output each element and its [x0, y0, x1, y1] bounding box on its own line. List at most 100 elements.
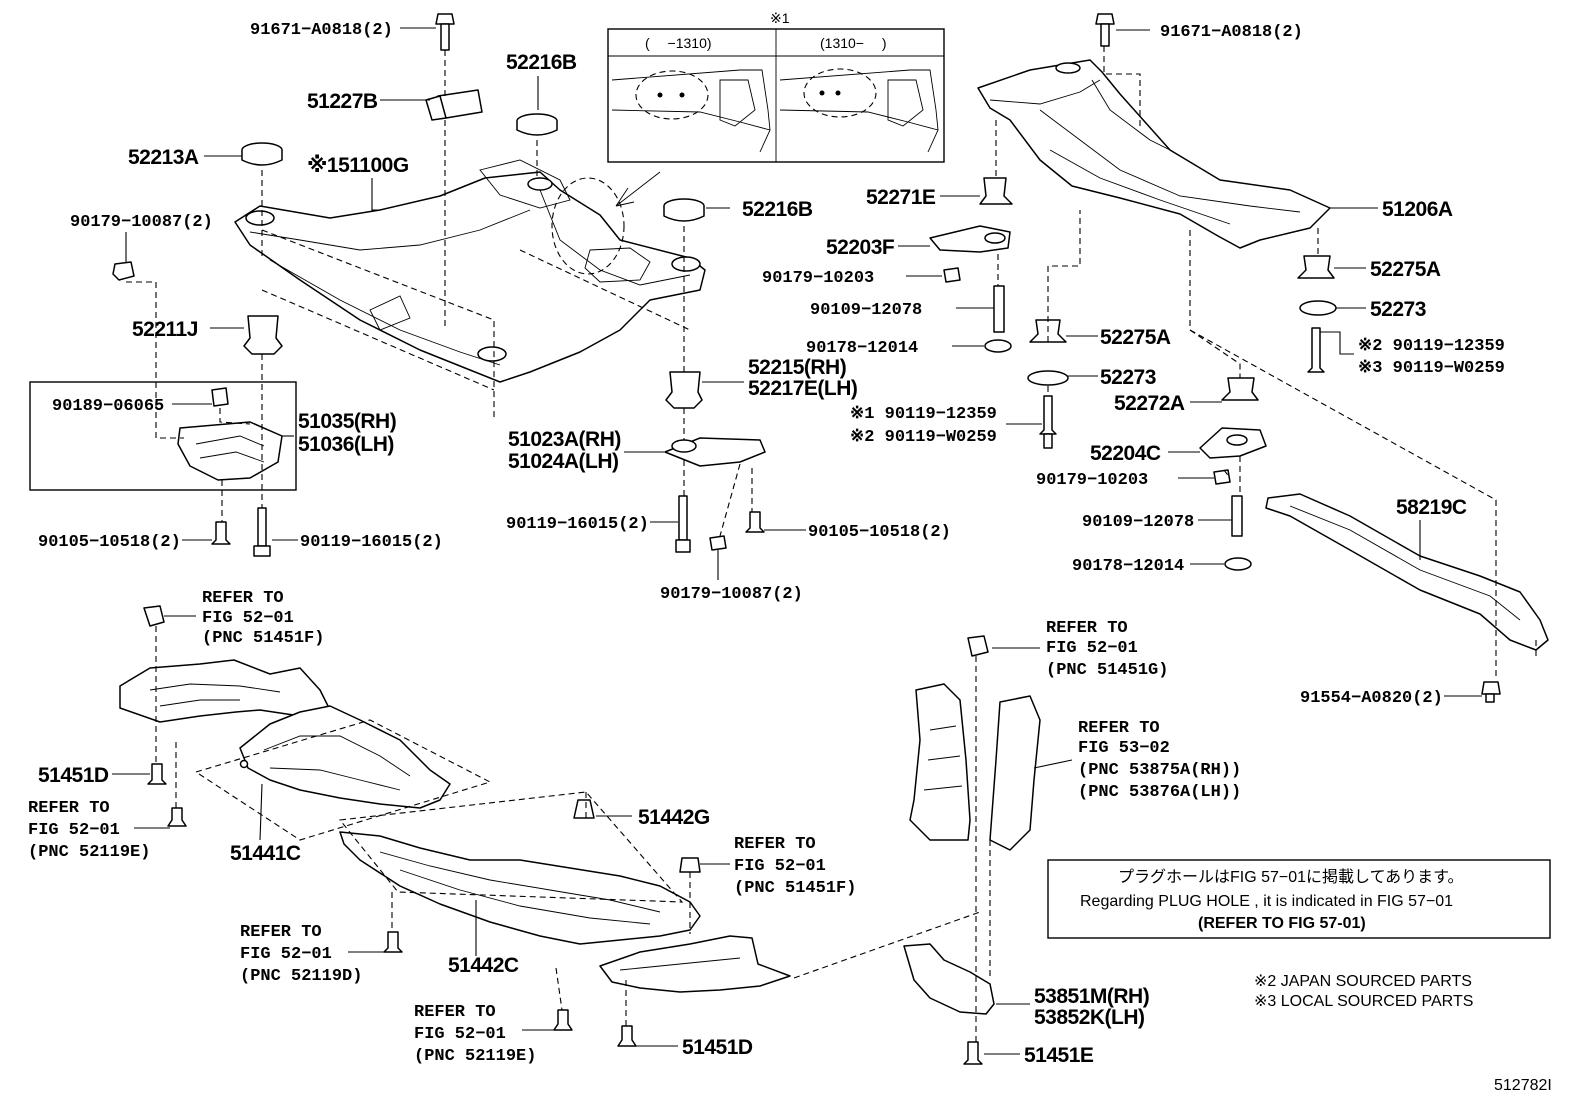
label-51206a: 51206A: [1382, 198, 1453, 221]
label-51441c: 51441C: [230, 842, 301, 865]
label-52204c: 52204C: [1090, 442, 1161, 465]
label-90179-10203-a: 90179−10203: [762, 269, 874, 288]
bolts-left-lower: [211, 495, 765, 557]
label-53851m-rh: 53851M(RH): [1034, 985, 1149, 1008]
label-52275a-right: 52275A: [1370, 258, 1441, 281]
label-52273-right: 52273: [1370, 298, 1426, 321]
label-90119-16015-a: 90119−16015(2): [300, 533, 443, 552]
mount-52216b-top: [516, 113, 558, 136]
label-52272a: 52272A: [1114, 392, 1185, 415]
legend-japan-sourced: ※2 JAPAN SOURCED PARTS: [1254, 973, 1472, 990]
legend: ※2 JAPAN SOURCED PARTS ※3 LOCAL SOURCED …: [1254, 973, 1473, 1010]
label-51227b: 51227B: [307, 90, 378, 113]
label-90119-w0259-a: ※2 90119−W0259: [850, 428, 997, 447]
svg-text:REFER TO: REFER TO: [202, 589, 284, 608]
front-suspension-crossmember: [234, 159, 706, 383]
refer-53875a: REFER TO FIG 53−02 (PNC 53875A(RH)) (PNC…: [1078, 719, 1241, 802]
svg-text:(PNC 51451F): (PNC 51451F): [202, 629, 324, 648]
mount-52211j: [243, 315, 283, 355]
mount-52215: [665, 371, 703, 409]
label-51024a-lh: 51024A(LH): [508, 450, 619, 473]
svg-text:FIG 52−01: FIG 52−01: [1046, 639, 1138, 658]
bracket-51227b: [425, 89, 483, 121]
label-91554-a0820: 91554−A0820(2): [1300, 689, 1443, 708]
label-51442c: 51442C: [448, 954, 519, 977]
label-91671-a0818-right: 91671−A0818(2): [1160, 23, 1303, 42]
leader-lines: [112, 27, 1482, 1055]
figure-id: 512782I: [1494, 1077, 1552, 1094]
svg-text:FIG 52−01: FIG 52−01: [734, 857, 826, 876]
refer-52119e-a: REFER TO FIG 52−01 (PNC 52119E): [28, 799, 150, 862]
legend-local-sourced: ※3 LOCAL SOURCED PARTS: [1254, 993, 1473, 1010]
label-90178-12014-b: 90178−12014: [1072, 557, 1184, 576]
label-52271e: 52271E: [866, 186, 936, 209]
label-52213a: 52213A: [128, 146, 199, 169]
label-90119-16015-b: 90119−16015(2): [506, 515, 649, 534]
label-52216b-mid: 52216B: [742, 198, 813, 221]
cover-51442c: [339, 831, 701, 945]
svg-text:FIG 52−01: FIG 52−01: [202, 609, 294, 628]
svg-text:(PNC 51451F): (PNC 51451F): [734, 879, 856, 898]
note-japanese: プラグホールはFIG 57−01に掲載してあります。: [1118, 868, 1464, 886]
label-52203f: 52203F: [826, 236, 895, 259]
mount-52216b-mid: [663, 198, 705, 222]
label-90105-10518-b: 90105−10518(2): [808, 523, 951, 542]
cover-right-lower: [599, 935, 791, 993]
svg-text:REFER TO: REFER TO: [240, 923, 322, 942]
label-52215-rh: 52215(RH): [748, 356, 846, 379]
label-51451d-a: 51451D: [38, 764, 109, 787]
label-51442g: 51442G: [638, 806, 710, 829]
label-52273-mid: 52273: [1100, 366, 1156, 389]
arm-51023a: [664, 437, 766, 467]
label-51451e: 51451E: [1024, 1044, 1094, 1067]
note-refer: (REFER TO FIG 57-01): [1198, 915, 1366, 932]
rear-mounts: [929, 177, 1337, 571]
nut-90179-10087-a: [112, 261, 135, 281]
label-51023a-rh: 51023A(RH): [508, 428, 621, 451]
plug-hole-note: プラグホールはFIG 57−01に掲載してあります。 Regarding PLU…: [1047, 859, 1551, 939]
label-52211j: 52211J: [132, 318, 198, 341]
label-90179-10087-a: 90179−10087(2): [70, 213, 213, 232]
mount-52213a: [241, 142, 283, 166]
bracket-51035-box: [29, 381, 297, 491]
svg-text:REFER TO: REFER TO: [734, 835, 816, 854]
label-52217e-lh: 52217E(LH): [748, 377, 857, 400]
clip-51451f-a: [143, 605, 165, 627]
label-91671-a0818-left: 91671−A0818(2): [250, 21, 393, 40]
label-90119-12359-a: ※1 90119−12359: [850, 405, 997, 424]
note-english: Regarding PLUG HOLE , it is indicated in…: [1080, 893, 1453, 910]
svg-text:(PNC 51451G): (PNC 51451G): [1046, 661, 1168, 680]
bracket-53851m: [903, 943, 995, 1015]
label-90119-12359-b: ※2 90119−12359: [1358, 337, 1505, 356]
label-51035-rh: 51035(RH): [298, 410, 396, 433]
inset-detail: ※1 ( −1310) (1310− ): [607, 10, 945, 163]
bolt-91671-right: [1095, 13, 1115, 47]
svg-text:FIG 52−01: FIG 52−01: [414, 1025, 506, 1044]
label-90109-12078-b: 90109−12078: [1082, 513, 1194, 532]
svg-text:(PNC 52119D): (PNC 52119D): [240, 967, 362, 986]
label-51100g: ※151100G: [307, 154, 409, 177]
label-90179-10087-b: 90179−10087(2): [660, 585, 803, 604]
bolt-91671-left: [435, 13, 455, 51]
inset-mark: ※1: [770, 10, 790, 26]
svg-text:(PNC 52119E): (PNC 52119E): [28, 843, 150, 862]
label-51036-lh: 51036(LH): [298, 433, 394, 456]
label-90119-w0259-b: ※3 90119−W0259: [1358, 359, 1505, 378]
svg-text:(PNC 52119E): (PNC 52119E): [414, 1047, 536, 1066]
label-53852k-lh: 53852K(LH): [1034, 1006, 1145, 1029]
bolt-91554: [1481, 681, 1501, 703]
label-52216b-top: 52216B: [506, 51, 577, 74]
part-labels: 91671−A0818(2) 52216B 51227B 52213A ※151…: [28, 21, 1505, 1067]
svg-text:REFER TO: REFER TO: [1078, 719, 1160, 738]
refer-52119d: REFER TO FIG 52−01 (PNC 52119D): [240, 923, 362, 986]
refer-51451f-a: REFER TO FIG 52−01 (PNC 51451F): [202, 589, 324, 648]
svg-text:REFER TO: REFER TO: [1046, 619, 1128, 638]
svg-text:FIG 52−01: FIG 52−01: [28, 821, 120, 840]
label-51451d-b: 51451D: [682, 1036, 753, 1059]
label-90105-10518-a: 90105−10518(2): [38, 533, 181, 552]
inset-left-label: ( −1310): [645, 35, 712, 51]
svg-text:(PNC 53875A(RH)): (PNC 53875A(RH)): [1078, 761, 1241, 780]
fender-liner: [909, 683, 1041, 851]
label-58219c: 58219C: [1396, 496, 1467, 519]
